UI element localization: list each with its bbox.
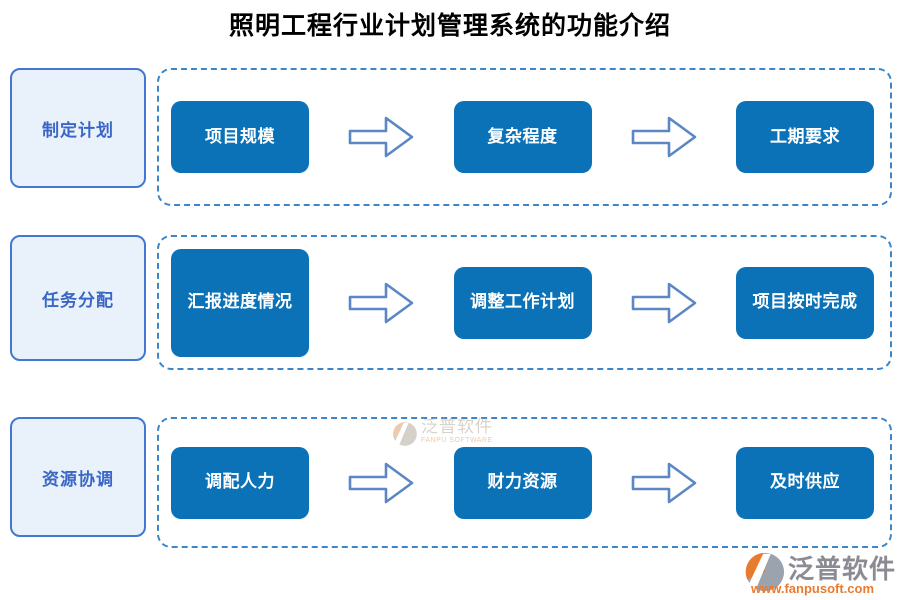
flow-container-resource-coordination: 调配人力 财力资源 及时供应 [157, 417, 892, 548]
step-box: 项目按时完成 [736, 266, 874, 339]
flow-container-task-assignment: 汇报进度情况 调整工作计划 项目按时完成 [157, 235, 892, 370]
step-box: 复杂程度 [453, 101, 592, 173]
arrow-right-icon [348, 282, 414, 323]
arrow-right-icon [348, 116, 414, 158]
arrow-right-icon [631, 282, 697, 323]
step-box: 汇报进度情况 [171, 248, 309, 357]
page-title: 照明工程行业计划管理系统的功能介绍 [228, 13, 671, 40]
step-box: 调整工作计划 [453, 266, 592, 339]
brand-name: 泛普软件 [788, 554, 897, 584]
flow-row-resource-coordination: 资源协调 调配人力 财力资源 及时供应 [10, 417, 892, 548]
fanpu-logo-icon [745, 552, 785, 592]
step-box: 财力资源 [453, 446, 592, 519]
arrow-right-icon [631, 116, 697, 158]
flow-row-planning: 制定计划 项目规模 复杂程度 工期要求 [10, 68, 892, 206]
row-label-task-assignment: 任务分配 [10, 235, 146, 361]
fanpu-brand-footer: 泛普软件 www.fanpusoft.com [742, 548, 895, 598]
step-box: 项目规模 [171, 101, 309, 173]
arrow-right-icon [631, 462, 697, 503]
arrow-right-icon [348, 462, 414, 503]
brand-url: www.fanpusoft.com [751, 581, 875, 596]
step-box: 及时供应 [736, 446, 874, 519]
step-box: 工期要求 [736, 101, 874, 173]
flow-row-task-assignment: 任务分配 汇报进度情况 调整工作计划 项目按时完成 [10, 235, 892, 370]
row-label-planning: 制定计划 [10, 68, 146, 188]
row-label-resource-coordination: 资源协调 [10, 417, 146, 537]
flow-container-planning: 项目规模 复杂程度 工期要求 [157, 68, 892, 206]
step-box: 调配人力 [171, 446, 309, 519]
